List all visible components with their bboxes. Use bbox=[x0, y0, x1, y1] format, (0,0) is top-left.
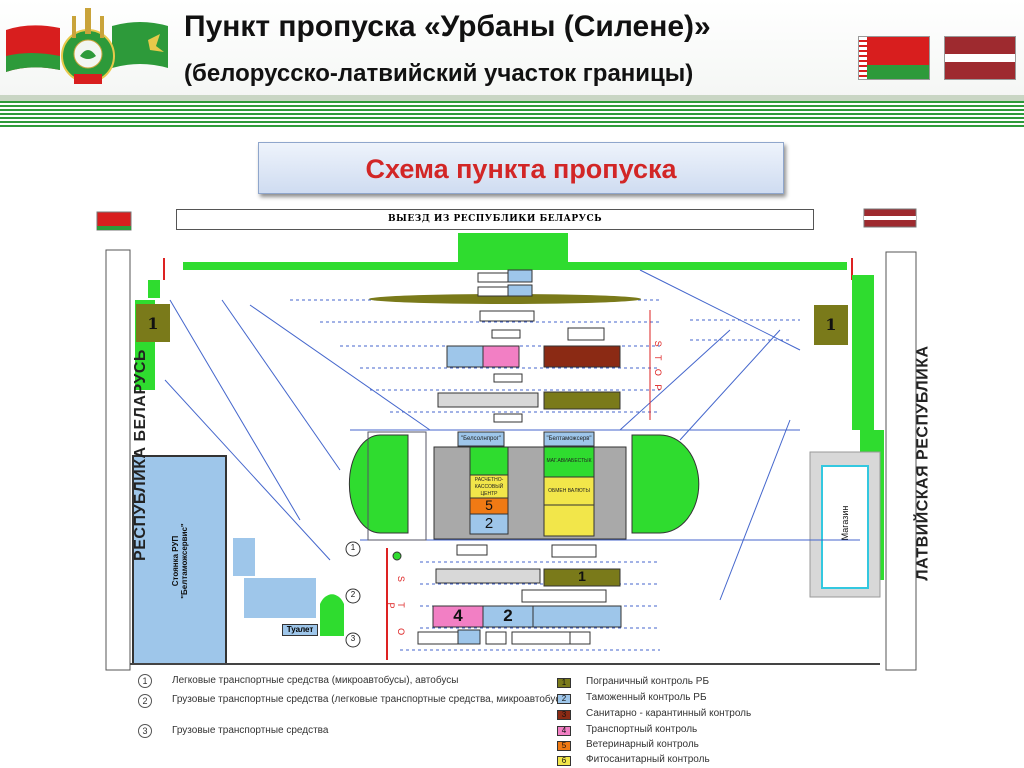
lane-mark-3: 3 bbox=[350, 634, 356, 643]
stop-sign-upper: S T O P bbox=[653, 340, 663, 394]
page-subtitle: (белорусско-латвийский участок границы) bbox=[184, 60, 694, 87]
belarus-flag-icon bbox=[858, 36, 930, 80]
quarantine-booth bbox=[543, 345, 621, 368]
transport-lower-number: 4 bbox=[453, 606, 463, 625]
duty-free-label: МАГ.АВИАБЕСТЫК bbox=[546, 458, 592, 464]
legend-veterinary-text: Ветеринарный контроль bbox=[586, 739, 699, 750]
belarus-side-label: РЕСПУБЛИКА БЕЛАРУСЬ bbox=[131, 349, 149, 561]
parking-label: Стоянка РУП "Белтаможсервис" bbox=[171, 523, 189, 599]
legend-swatch-transport: 4 bbox=[557, 726, 571, 736]
legend-transport-text: Транспортный контроль bbox=[586, 724, 698, 735]
border-lower-number: 1 bbox=[578, 568, 586, 584]
cash-center-label: РАСЧЕТНО-КАССОВЫЙ ЦЕНТР bbox=[474, 477, 504, 497]
central-building bbox=[433, 446, 627, 540]
center-right-header: "Белтаможсерв" bbox=[546, 436, 592, 442]
schema-banner-text: Схема пункта пропуска bbox=[365, 154, 677, 184]
legend-phyto-text: Фитосанитарный контроль bbox=[586, 754, 710, 765]
legend-swatch-border: 1 bbox=[557, 678, 571, 688]
legend-customs-text: Таможенный контроль РБ bbox=[586, 692, 707, 703]
customs-booth-center bbox=[469, 513, 509, 535]
legend-swatch-phyto: 6 bbox=[557, 756, 571, 766]
legend-lane-1-text: Легковые транспортные средства (микроавт… bbox=[172, 675, 459, 686]
legend-swatch-customs: 2 bbox=[557, 694, 571, 704]
customs-booth-a bbox=[446, 345, 484, 368]
legend-lane-1-num: 1 bbox=[138, 674, 152, 688]
header-divider-top bbox=[0, 95, 1024, 101]
legend-swatch-quarantine: 3 bbox=[557, 710, 571, 720]
customs-center-number: 2 bbox=[484, 515, 494, 532]
customs-lower-number: 2 bbox=[503, 606, 513, 625]
checkpoint-diagram bbox=[96, 208, 917, 671]
latvia-side-label: ЛАТВИЙСКАЯ РЕСПУБЛИКА bbox=[914, 345, 932, 581]
lane-mark-1: 1 bbox=[350, 543, 356, 552]
border-booth-upper bbox=[543, 391, 621, 410]
belarus-emblem-logo bbox=[6, 8, 168, 84]
toilet-label: Туалет bbox=[282, 624, 318, 636]
legend-swatch-veterinary: 5 bbox=[557, 741, 571, 751]
border-booth-lower bbox=[543, 568, 621, 587]
page-title: Пункт пропуска «Урбаны (Силене)» bbox=[184, 10, 711, 43]
veterinary-number: 5 bbox=[485, 497, 493, 513]
legend-lane-2-text: Грузовые транспортные средства (легковые… bbox=[172, 694, 571, 705]
border-control-left-label: 1 bbox=[147, 314, 159, 333]
legend-quarantine-text: Санитарно - карантинный контроль bbox=[586, 708, 752, 719]
latvia-flag-icon bbox=[944, 36, 1016, 80]
legend-border-text: Пограничный контроль РБ bbox=[586, 676, 710, 687]
currency-exchange-label: ОБМЕН ВАЛЮТЫ bbox=[548, 488, 590, 494]
lane-mark-2: 2 bbox=[350, 590, 356, 599]
border-control-right-label: 1 bbox=[825, 315, 837, 334]
border-control-right bbox=[814, 305, 848, 345]
stop-sign-lower: S T O P bbox=[386, 575, 406, 645]
phyto-booth bbox=[543, 504, 595, 537]
exit-label: ВЫЕЗД ИЗ РЕСПУБЛИКИ БЕЛАРУСЬ bbox=[176, 209, 814, 230]
parking-area bbox=[132, 455, 227, 665]
shop-label: Магазин bbox=[840, 505, 850, 541]
legend-lane-2-num: 2 bbox=[138, 694, 152, 708]
transport-booth-a bbox=[482, 345, 520, 368]
legend-lane-3-text: Грузовые транспортные средства bbox=[172, 725, 329, 736]
header bbox=[0, 0, 1024, 100]
schema-banner: Схема пункта пропуска bbox=[258, 142, 784, 194]
legend-lane-3-num: 3 bbox=[138, 724, 152, 738]
border-control-left bbox=[136, 304, 170, 342]
center-left-header: "Белсолнпрог" bbox=[460, 436, 502, 442]
